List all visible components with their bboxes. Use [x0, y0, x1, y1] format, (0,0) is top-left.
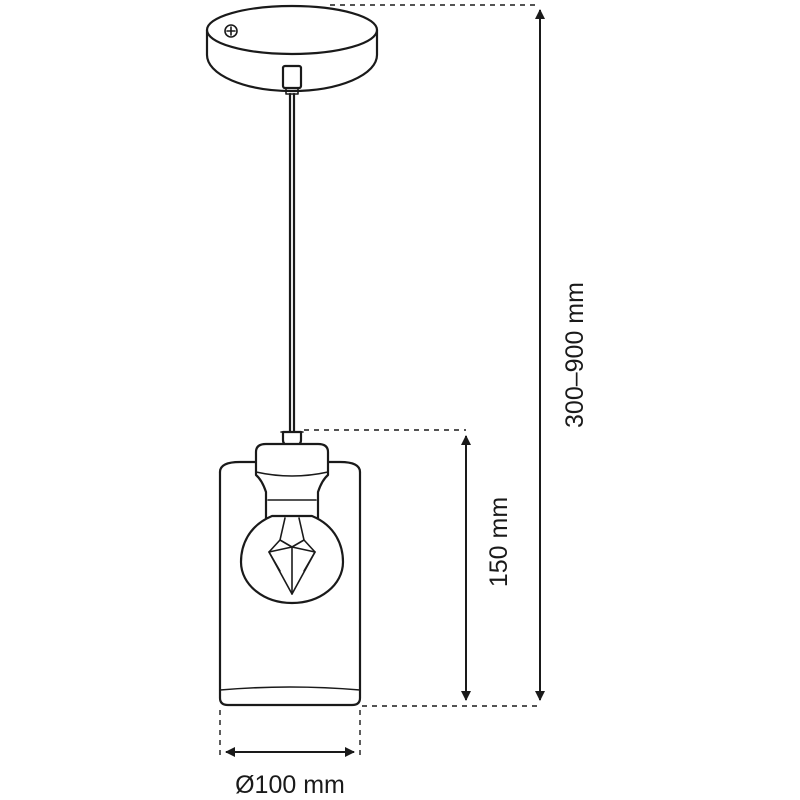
- total-height-dimension: 300–900 mm: [330, 4, 589, 707]
- canopy-screw-icon: [224, 24, 238, 38]
- shade-height-dimension: 150 mm: [304, 429, 513, 701]
- lamp-holder: [254, 442, 330, 523]
- shade-diameter-label: Ø100 mm: [235, 771, 345, 799]
- shade-height-label: 150 mm: [485, 497, 513, 587]
- bulb-filament: [268, 517, 316, 595]
- cable-gland: [281, 64, 303, 95]
- ceiling-canopy: [205, 4, 379, 93]
- edison-bulb-icon: [239, 514, 345, 605]
- total-height-label: 300–900 mm: [561, 282, 589, 428]
- shade-diameter-dimension: Ø100 mm: [219, 710, 361, 799]
- suspension-cable: [288, 92, 296, 434]
